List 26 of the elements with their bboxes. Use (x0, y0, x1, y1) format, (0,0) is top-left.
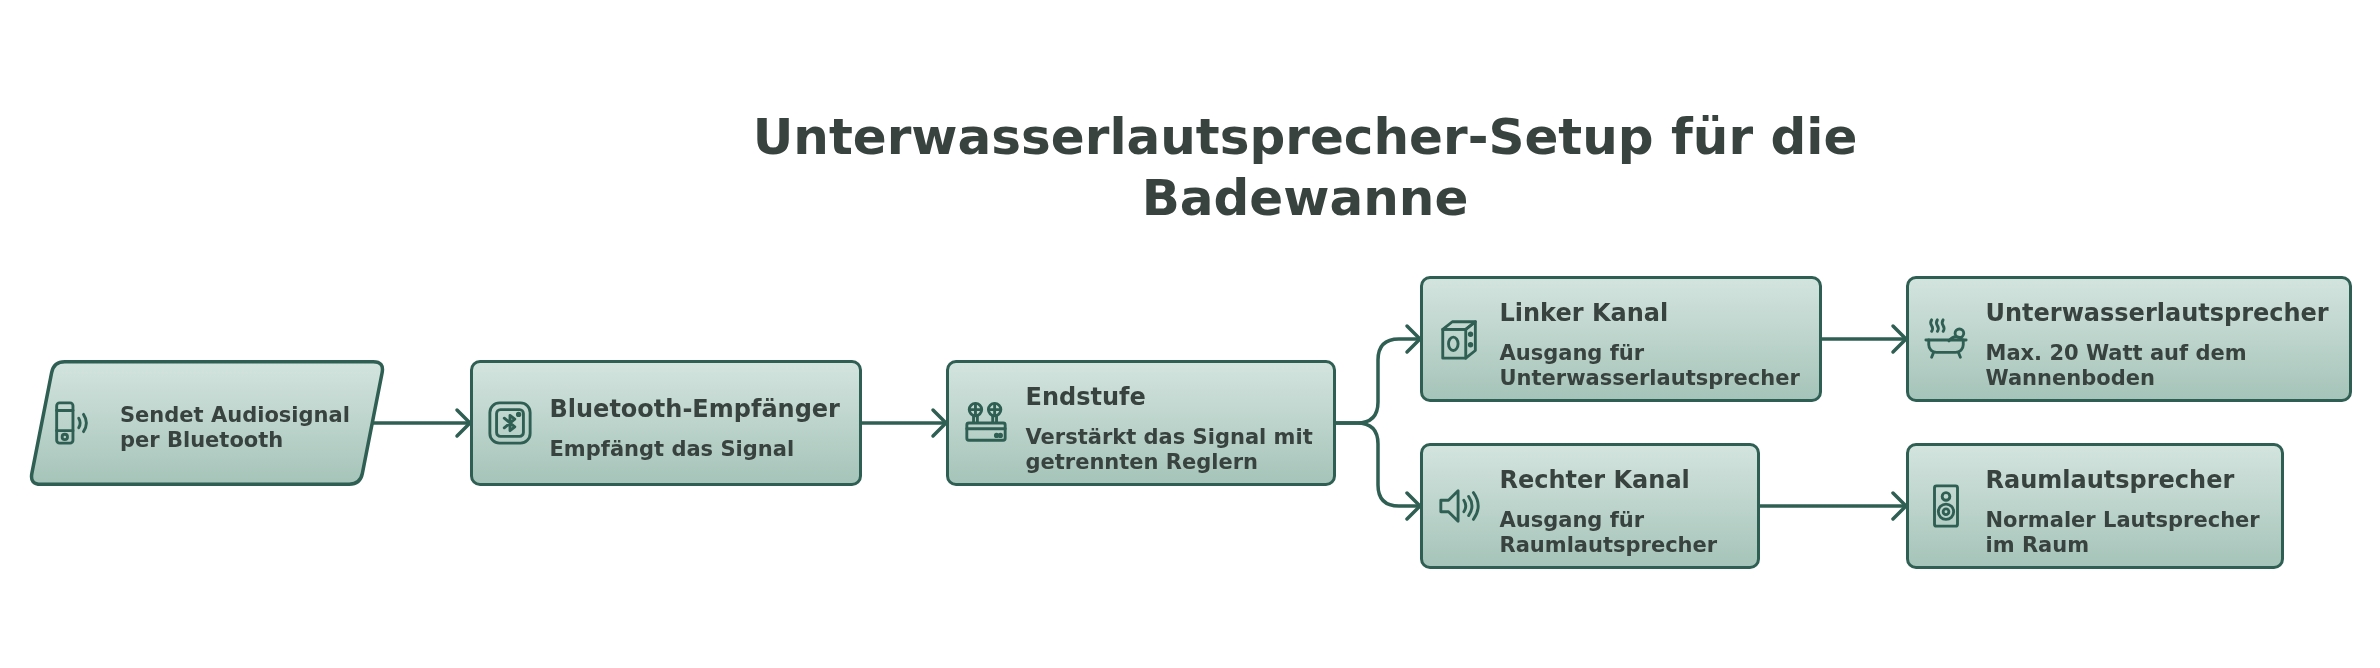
node-title: Bluetooth-Empfänger (549, 394, 840, 424)
node-title: Rechter Kanal (1499, 464, 1690, 495)
node-description: Verstärkt das Signal mit getrennten Reglern (1025, 424, 1314, 475)
arrow (1336, 421, 1422, 521)
node-description: Ausgang für Raumlautsprecher (1499, 507, 1719, 558)
arrow (1822, 324, 1908, 354)
arrow (373, 408, 472, 438)
node-description: Ausgang für Unterwasserlautsprecher (1499, 340, 1801, 391)
arrow (1760, 491, 1908, 521)
node-title: Raumlautsprecher (1985, 464, 2235, 495)
node-description: Max. 20 Watt auf dem Wannenboden (1985, 340, 2248, 391)
diagram-title: Unterwasserlautsprecher-Setup für die Badewanne (751, 107, 1859, 229)
node-title: Linker Kanal (1499, 297, 1669, 328)
process-box (470, 360, 862, 486)
node-title: Endstufe (1025, 381, 1146, 412)
arrow (862, 408, 948, 438)
process-box (1420, 276, 1822, 402)
process-box (1420, 443, 1760, 569)
node-title: Unterwasserlautsprecher (1985, 297, 2329, 328)
process-box (946, 360, 1336, 486)
input-parallelogram (28, 360, 386, 486)
node-description: Normaler Lautsprecher im Raum (1985, 507, 2261, 558)
node-description: Sendet Audiosignal per Bluetooth (120, 403, 351, 453)
process-box (1906, 443, 2284, 569)
node-description: Empfängt das Signal (549, 437, 795, 462)
process-box (1906, 276, 2352, 402)
